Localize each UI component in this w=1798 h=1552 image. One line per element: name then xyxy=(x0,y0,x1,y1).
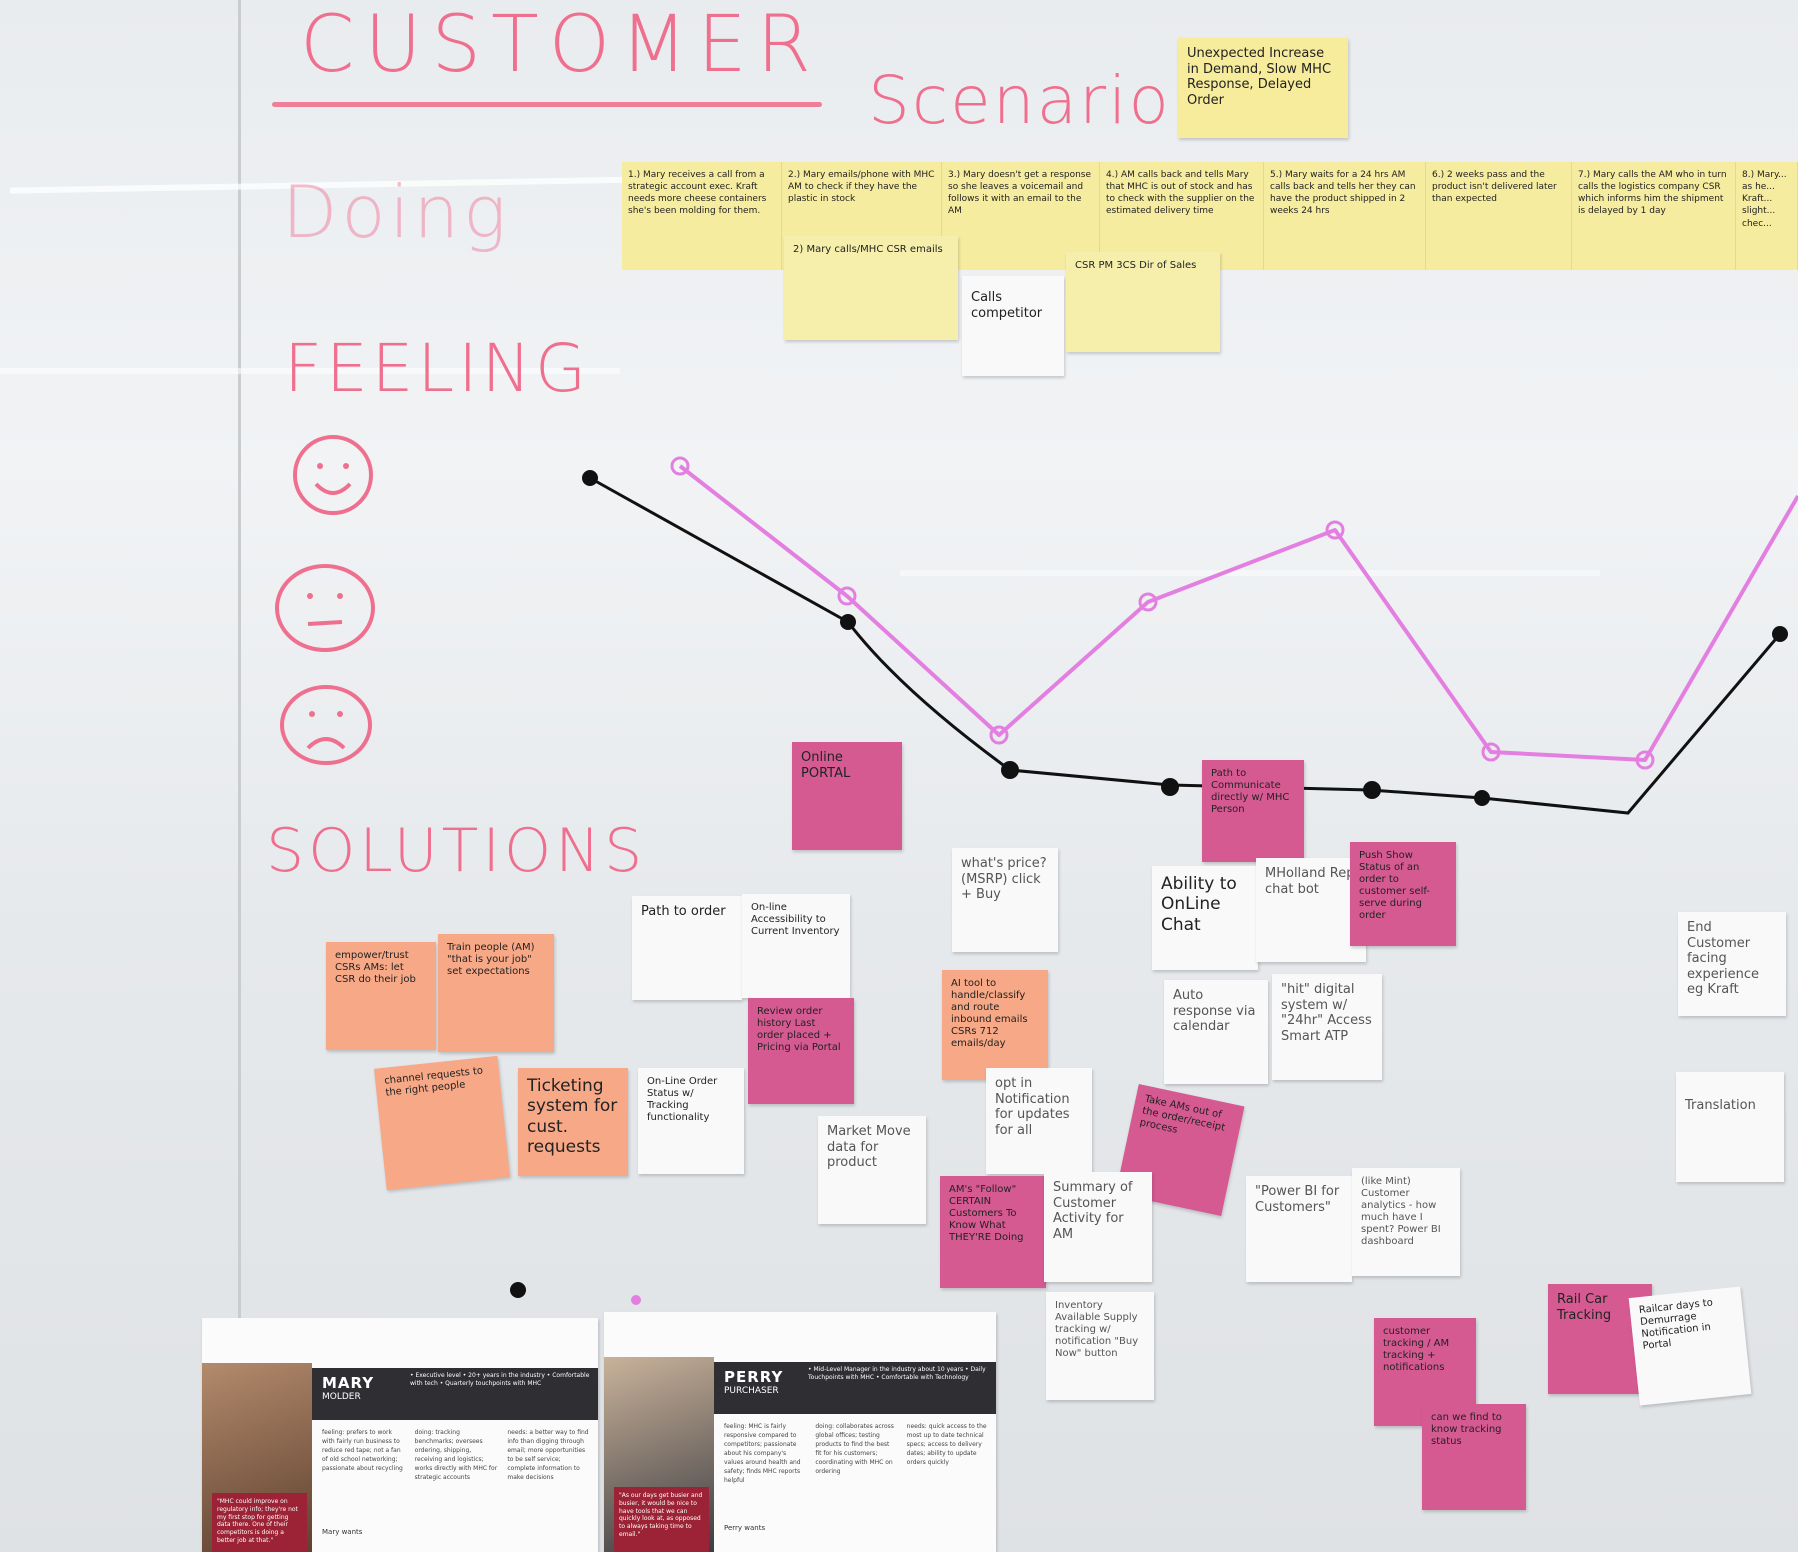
light-reflection xyxy=(900,570,1600,576)
black-point xyxy=(1474,790,1490,806)
black-point xyxy=(1001,761,1019,779)
solution-note: Path to Communicate directly w/ MHC Pers… xyxy=(1202,760,1304,862)
persona-needs: needs: a better way to find info than di… xyxy=(507,1429,589,1481)
persona-surname: MOLDER xyxy=(322,1392,361,1402)
solution-note: On-Line Order Status w/ Tracking functio… xyxy=(638,1068,744,1174)
pink-point xyxy=(837,586,857,606)
pink-point xyxy=(1325,520,1345,540)
persona-facts: • Executive level • 20+ years in the ind… xyxy=(410,1372,590,1387)
persona-wants: Perry wants xyxy=(724,1524,766,1532)
row-label-feeling: FEELING xyxy=(284,330,591,407)
happy-face-icon xyxy=(293,435,373,515)
solution-note: Market Move data for product xyxy=(818,1116,926,1224)
black-point xyxy=(1161,778,1179,796)
pink-feeling-line xyxy=(678,464,1798,762)
persona-facts: • Mid-Level Manager in the industry abou… xyxy=(808,1366,986,1381)
black-point xyxy=(1363,781,1381,799)
solution-note: End Customer facing experience eg Kraft xyxy=(1678,912,1786,1016)
solution-note: empower/trust CSRs AMs: let CSR do their… xyxy=(326,942,436,1050)
persona-feeling: feeling: prefers to work with fairly run… xyxy=(322,1429,403,1472)
black-point xyxy=(582,470,598,486)
persona-name: MARY xyxy=(322,1374,375,1392)
solution-note: Online PORTAL xyxy=(792,742,902,850)
pink-point xyxy=(1635,750,1655,770)
pink-point xyxy=(631,1295,641,1305)
light-reflection xyxy=(0,368,620,374)
board-frame-edge xyxy=(238,0,241,1552)
board-title: CUSTOMER xyxy=(300,0,821,90)
solution-note: Auto response via calendar xyxy=(1164,980,1268,1084)
black-point xyxy=(1772,626,1788,642)
solution-note: can we find to know tracking status xyxy=(1422,1404,1526,1510)
pink-point xyxy=(1138,592,1158,612)
row-label-doing: Doing xyxy=(282,170,511,254)
doing-note-mary-calls: 2) Mary calls/MHC CSR emails xyxy=(784,236,958,340)
solution-note: Train people (AM) "that is your job" set… xyxy=(438,934,554,1052)
solution-note: MHolland Rep chat bot xyxy=(1256,858,1366,962)
pink-point xyxy=(989,725,1009,745)
solution-note: Railcar days to Demurrage Notification i… xyxy=(1628,1286,1752,1406)
solution-note: (like Mint) Customer analytics - how muc… xyxy=(1352,1168,1460,1276)
persona-quote: "As our days get busier and busier, it w… xyxy=(614,1487,709,1552)
solution-note: AI tool to handle/classify and route inb… xyxy=(942,970,1048,1080)
doing-note-roles: CSR PM 3CS Dir of Sales xyxy=(1066,252,1220,352)
pink-point xyxy=(1481,742,1501,762)
solution-note: Summary of Customer Activity for AM xyxy=(1044,1172,1152,1282)
persona-wants: Mary wants xyxy=(322,1528,363,1536)
solution-note: On-line Accessibility to Current Invento… xyxy=(742,894,850,998)
solution-note: "Power BI for Customers" xyxy=(1246,1176,1352,1282)
solution-note: what's price? (MSRP) click + Buy xyxy=(952,848,1058,952)
persona-sheet-perry: PERRY PURCHASER • Mid-Level Manager in t… xyxy=(604,1312,996,1552)
scenario-step: 6.) 2 weeks pass and the product isn't d… xyxy=(1426,162,1572,270)
solution-note: opt in Notification for updates for all xyxy=(986,1068,1092,1174)
scenario-label: Scenario 1 xyxy=(868,62,1238,139)
persona-needs: needs: quick access to the most up to da… xyxy=(906,1423,987,1466)
black-feeling-line xyxy=(589,476,1782,815)
black-point xyxy=(840,614,856,630)
solution-note: channel requests to the right people xyxy=(373,1055,511,1191)
title-underline xyxy=(272,102,822,107)
scenario-step: 7.) Mary calls the AM who in turn calls … xyxy=(1572,162,1736,270)
pink-point xyxy=(670,456,690,476)
persona-columns: feeling: MHC is fairly responsive compar… xyxy=(724,1422,988,1485)
solution-note: Ability to OnLine Chat xyxy=(1152,866,1258,970)
persona-doing: doing: tracking benchmarks; oversees ord… xyxy=(414,1429,498,1481)
solution-note: Translation xyxy=(1676,1072,1784,1182)
black-point xyxy=(510,1282,526,1298)
neutral-face-icon xyxy=(275,564,375,652)
persona-sheet-mary: MARY MOLDER • Executive level • 20+ year… xyxy=(202,1318,598,1552)
persona-columns: feeling: prefers to work with fairly run… xyxy=(322,1428,590,1482)
scenario-step: 8.) Mary... as he... Kraft... slight... … xyxy=(1736,162,1798,270)
persona-banner: MARY MOLDER • Executive level • 20+ year… xyxy=(312,1368,598,1420)
solution-note: Ticketing system for cust. requests xyxy=(518,1068,628,1176)
persona-surname: PURCHASER xyxy=(724,1386,779,1396)
persona-doing: doing: collaborates across global office… xyxy=(815,1423,894,1475)
solution-note: Review order history Last order placed +… xyxy=(748,998,854,1104)
persona-name: PERRY xyxy=(724,1368,784,1386)
solution-note: AM's "Follow" CERTAIN Customers To Know … xyxy=(940,1176,1046,1288)
row-label-solutions: SOLUTIONS xyxy=(266,816,647,886)
scenario-step: 1.) Mary receives a call from a strategi… xyxy=(622,162,782,270)
persona-banner: PERRY PURCHASER • Mid-Level Manager in t… xyxy=(714,1362,996,1414)
solution-note: Push Show Status of an order to customer… xyxy=(1350,842,1456,946)
sad-face-icon xyxy=(280,685,372,765)
doing-note-calls-competitor: Calls competitor xyxy=(962,276,1064,376)
solution-note: Inventory Available Supply tracking w/ n… xyxy=(1046,1292,1154,1400)
solution-note: Path to order xyxy=(632,896,742,1000)
persona-quote: "MHC could improve on regulatory info; t… xyxy=(212,1493,307,1552)
solution-note: "hit" digital system w/ "24hr" Access Sm… xyxy=(1272,974,1382,1080)
scenario-step: 5.) Mary waits for a 24 hrs AM calls bac… xyxy=(1264,162,1426,270)
persona-feeling: feeling: MHC is fairly responsive compar… xyxy=(724,1423,801,1484)
scenario-note: Unexpected Increase in Demand, Slow MHC … xyxy=(1178,38,1348,138)
